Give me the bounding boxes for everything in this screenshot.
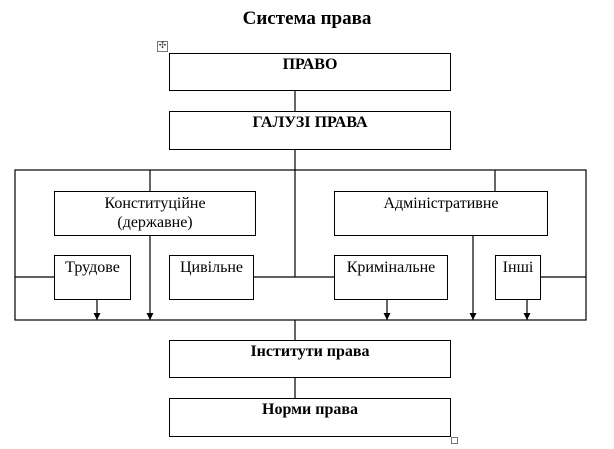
node-administratyvne: Адміністративне [334, 191, 548, 236]
node-pravo: ПРАВО [169, 53, 451, 91]
diagram-title: Система права [242, 8, 372, 29]
node-inshi: Інші [495, 255, 541, 300]
resize-handle-icon[interactable] [451, 437, 458, 444]
node-normy-prava: Норми права [169, 398, 451, 437]
node-trudove: Трудове [54, 255, 131, 300]
node-tsyvilne: Цивільне [169, 255, 254, 300]
branches-frame [14, 169, 587, 321]
node-instytuty-prava: Інститути права [169, 340, 451, 378]
node-konstytutsiine: Конституційне (державне) [54, 191, 256, 236]
node-kryminalne: Кримінальне [334, 255, 448, 300]
move-handle-icon[interactable]: ✣ [157, 41, 168, 52]
node-galuzi-prava: ГАЛУЗІ ПРАВА [169, 111, 451, 150]
